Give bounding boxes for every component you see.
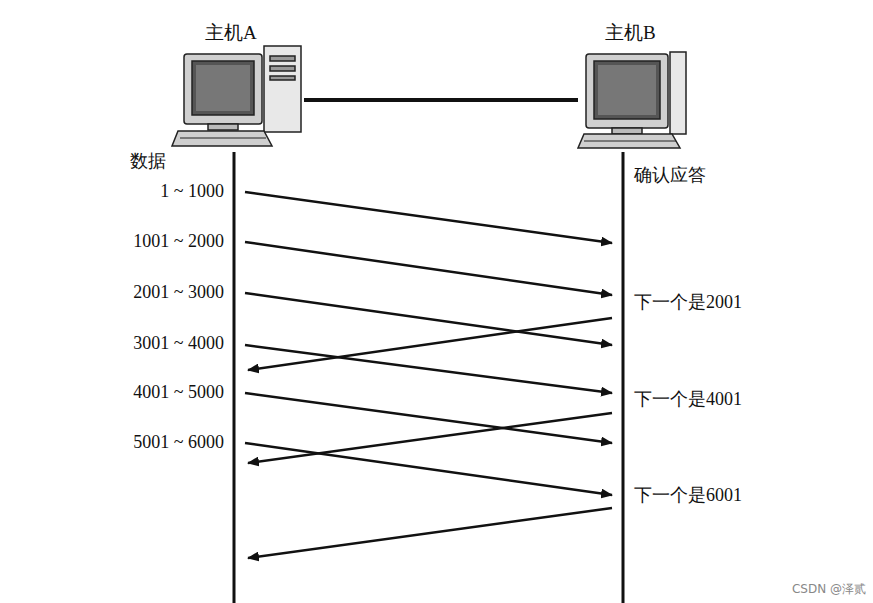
ack-arrows [248, 318, 612, 558]
segment-arrows [245, 192, 612, 495]
data-range: 3001 ~ 4000 [131, 334, 226, 354]
data-range: 4001 ~ 5000 [131, 383, 226, 403]
host-computer: 主机B [578, 14, 690, 150]
timeline-b [622, 152, 625, 603]
column-heading: 确认应答 [632, 166, 708, 186]
timeline-a [233, 152, 236, 603]
data-range: 5001 ~ 6000 [131, 433, 226, 453]
watermark: CSDN @泽贰 [790, 583, 868, 596]
column-heading: 数据 [128, 152, 168, 172]
host-label: 主机B [605, 20, 656, 46]
data-range: 1001 ~ 2000 [131, 232, 226, 252]
data-range: 1 ~ 1000 [158, 182, 226, 202]
host-computer: 主机A [178, 14, 304, 148]
computer-b [578, 52, 686, 148]
ack-note: 下一个是4001 [632, 390, 744, 410]
host-label: 主机A [205, 20, 257, 46]
ack-note: 下一个是6001 [632, 486, 744, 506]
ack-note: 下一个是2001 [632, 293, 744, 313]
network-cable [304, 98, 578, 102]
data-range: 2001 ~ 3000 [131, 283, 226, 303]
computer-a [172, 46, 301, 146]
